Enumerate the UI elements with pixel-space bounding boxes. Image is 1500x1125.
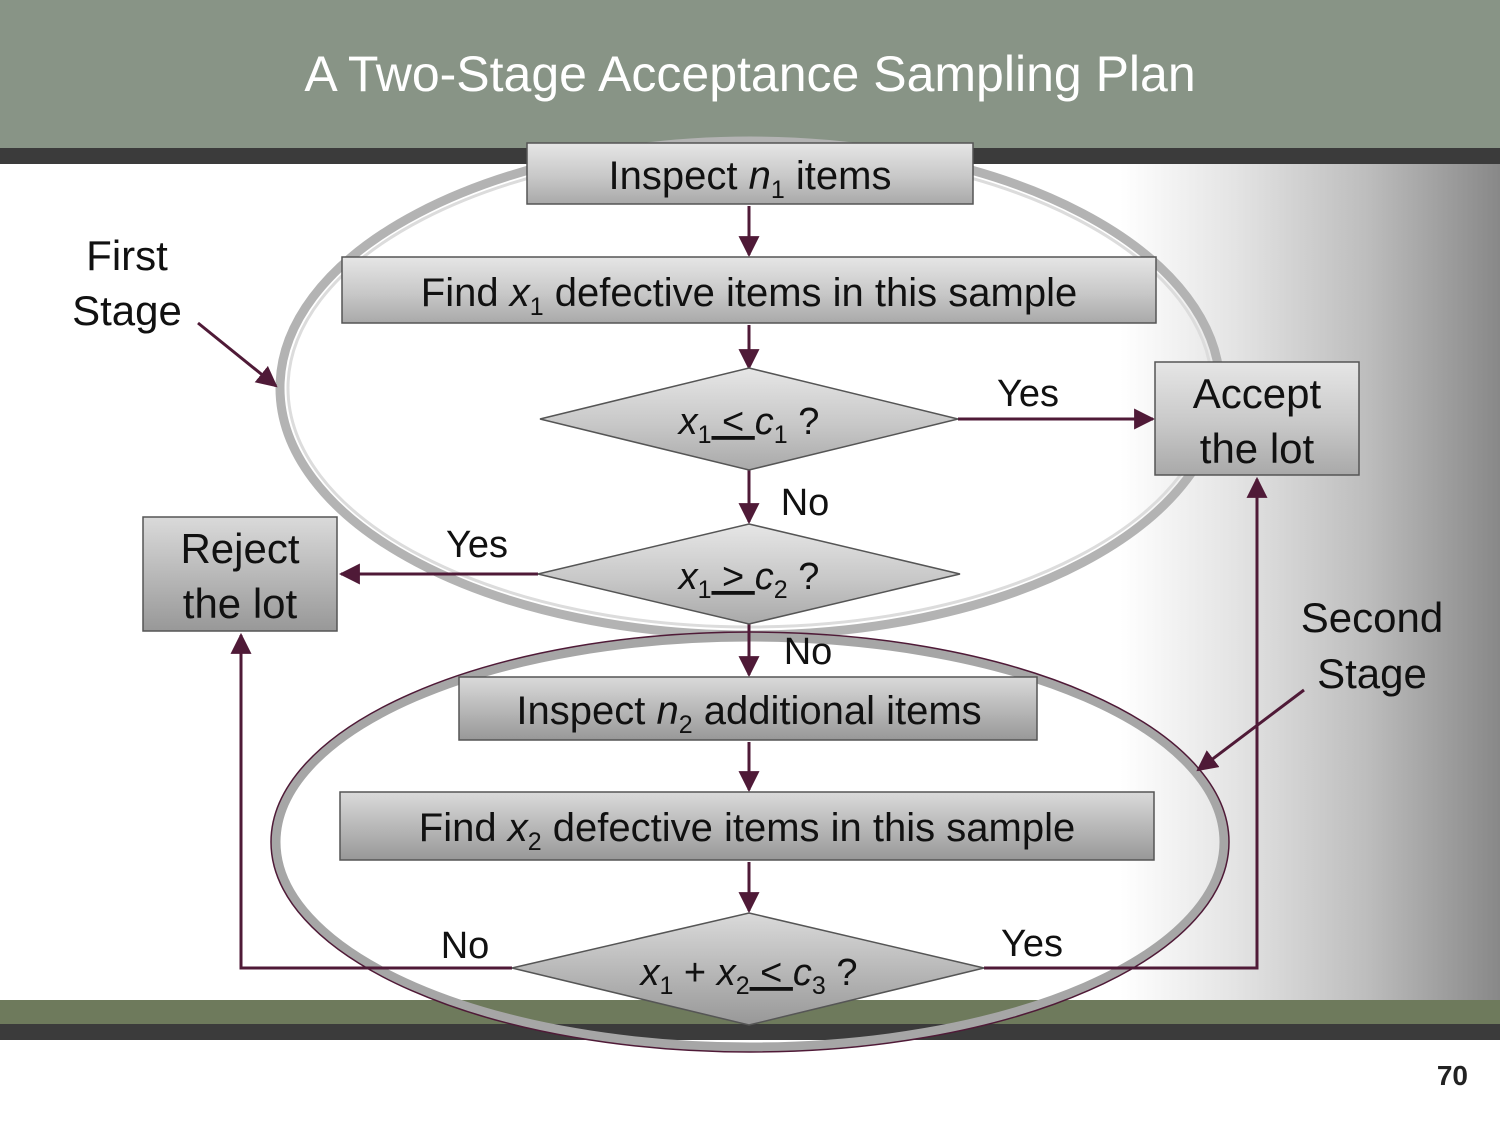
find-x1-box <box>341 256 1157 324</box>
find-x1-label: Find x1 defective items in this sample <box>421 271 1077 321</box>
edge-label-dec3-no: No <box>441 925 490 967</box>
first-stage-pointer <box>197 321 278 388</box>
reject-label-line2: the lot <box>183 580 298 627</box>
footer-divider <box>0 1024 1500 1040</box>
decision-1 <box>539 367 959 471</box>
inspect-n1-label: Inspect n1 items <box>609 154 892 204</box>
accept-label-line2: the lot <box>1200 425 1315 472</box>
edge-label-dec1-yes: Yes <box>997 373 1059 415</box>
decision-2-label: x1 > c2 ? <box>677 556 820 604</box>
edge-label-dec2-yes: Yes <box>446 524 508 566</box>
edge-dec3-reject <box>230 632 512 970</box>
inspect-n2-label: Inspect n2 additional items <box>516 689 981 739</box>
header-band <box>0 0 1500 148</box>
find-x2-label: Find x2 defective items in this sample <box>419 806 1075 856</box>
page-number: 70 <box>1436 1060 1468 1091</box>
reject-label-line1: Reject <box>180 525 299 572</box>
edge-dec3-accept <box>984 476 1268 970</box>
second-stage-pointer <box>1196 688 1305 772</box>
edge-label-dec3-yes: Yes <box>1001 923 1063 965</box>
inspect-n1-box <box>526 142 974 205</box>
second-stage-label-line1: Second <box>1301 594 1443 641</box>
first-stage-label-line1: First <box>86 232 168 279</box>
accept-box <box>1154 361 1360 476</box>
find-x2-box <box>339 791 1155 861</box>
first-stage-label-line2: Stage <box>72 287 182 334</box>
decision-3-label: x1 + x2 < c3 ? <box>638 952 857 1000</box>
edge-label-dec1-no: No <box>781 482 830 524</box>
accept-label-line1: Accept <box>1193 370 1322 417</box>
slide-title: A Two-Stage Acceptance Sampling Plan <box>304 46 1196 102</box>
decision-3 <box>511 912 985 1026</box>
edge-label-dec2-no: No <box>784 631 833 673</box>
decision-1-label: x1 < c1 ? <box>677 401 820 449</box>
reject-box <box>142 516 338 632</box>
second-stage-label-line2: Stage <box>1317 650 1427 697</box>
decision-2 <box>537 523 961 625</box>
inspect-n2-box <box>458 676 1038 741</box>
